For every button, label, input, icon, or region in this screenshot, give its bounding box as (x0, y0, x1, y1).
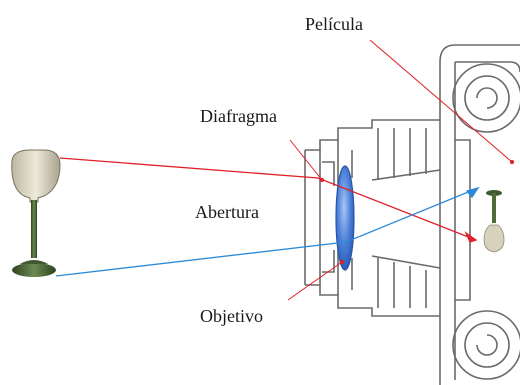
label-lens: Objetivo (200, 306, 263, 326)
leader-lines (287, 39, 515, 301)
label-aperture: Abertura (195, 202, 259, 222)
ray-bottom (55, 187, 479, 277)
wine-glass-object (11, 149, 61, 277)
leader-diaphragm (289, 139, 323, 181)
ray-bottom-arrowhead (465, 186, 480, 199)
inverted-image (483, 190, 505, 253)
leader-lens (287, 261, 343, 301)
camera-body (439, 44, 520, 385)
label-diaphragm: Diafragma (200, 106, 277, 126)
light-rays (55, 157, 480, 277)
ray-top (59, 157, 477, 241)
ray-top-arrowhead (464, 231, 478, 243)
label-film: Película (305, 14, 363, 34)
leader-film (369, 39, 513, 163)
lens-element (335, 165, 355, 271)
